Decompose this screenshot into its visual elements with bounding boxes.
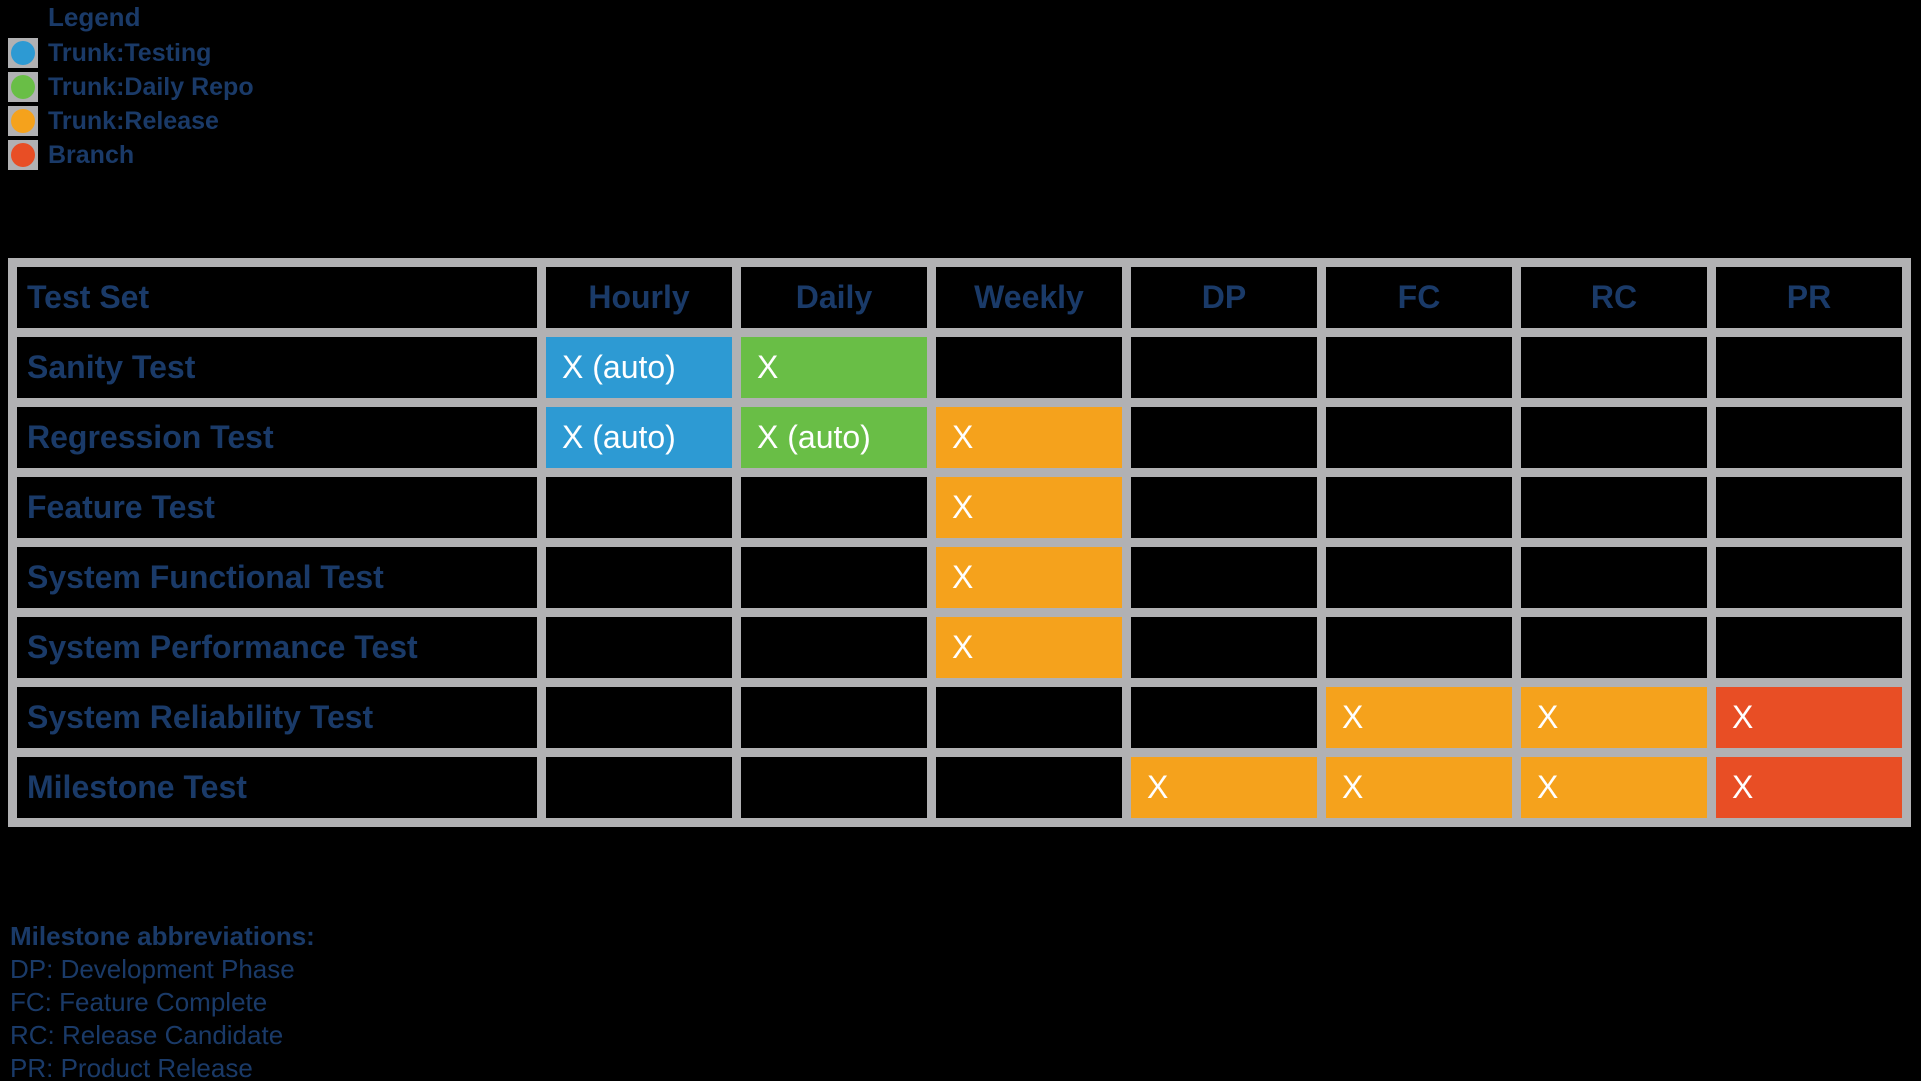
column-header-daily: Daily <box>741 267 927 328</box>
column-header-test-set: Test Set <box>17 267 537 328</box>
cell-regression-test-fc <box>1326 407 1512 468</box>
cell-regression-test-daily: X (auto) <box>741 407 927 468</box>
cell-feature-test-dp <box>1131 477 1317 538</box>
cell-sanity-test-rc <box>1521 337 1707 398</box>
cell-system-functional-test-daily <box>741 547 927 608</box>
legend-item-trunk-release: Trunk:Release <box>8 104 254 138</box>
cell-system-performance-test-weekly: X <box>936 617 1122 678</box>
cell-system-performance-test-daily <box>741 617 927 678</box>
cell-feature-test-weekly: X <box>936 477 1122 538</box>
row-label-system-reliability-test: System Reliability Test <box>17 687 537 748</box>
cell-milestone-test-dp: X <box>1131 757 1317 818</box>
cell-sanity-test-dp <box>1131 337 1317 398</box>
cell-system-functional-test-fc <box>1326 547 1512 608</box>
color-dot <box>11 75 35 99</box>
legend-item-trunk-daily-repo: Trunk:Daily Repo <box>8 70 254 104</box>
color-dot <box>11 41 35 65</box>
abbreviation-line-pr: PR: Product Release <box>10 1053 253 1081</box>
cell-system-reliability-test-weekly <box>936 687 1122 748</box>
cell-system-reliability-test-hourly <box>546 687 732 748</box>
cell-sanity-test-weekly <box>936 337 1122 398</box>
cell-milestone-test-pr: X <box>1716 757 1902 818</box>
color-dot <box>11 143 35 167</box>
legend-item-label: Trunk:Daily Repo <box>48 72 254 101</box>
cell-regression-test-weekly: X <box>936 407 1122 468</box>
cell-sanity-test-fc <box>1326 337 1512 398</box>
column-header-hourly: Hourly <box>546 267 732 328</box>
row-label-system-functional-test: System Functional Test <box>17 547 537 608</box>
cell-system-functional-test-hourly <box>546 547 732 608</box>
color-dot <box>11 109 35 133</box>
column-header-fc: FC <box>1326 267 1512 328</box>
row-label-system-performance-test: System Performance Test <box>17 617 537 678</box>
cell-regression-test-rc <box>1521 407 1707 468</box>
cell-regression-test-hourly: X (auto) <box>546 407 732 468</box>
cell-regression-test-dp <box>1131 407 1317 468</box>
cell-system-performance-test-hourly <box>546 617 732 678</box>
trunk-daily-repo-circle-swatch-icon <box>8 72 38 102</box>
cell-milestone-test-fc: X <box>1326 757 1512 818</box>
legend-item-branch: Branch <box>8 138 254 172</box>
row-label-sanity-test: Sanity Test <box>17 337 537 398</box>
cell-sanity-test-hourly: X (auto) <box>546 337 732 398</box>
cell-sanity-test-pr <box>1716 337 1902 398</box>
cell-milestone-test-hourly <box>546 757 732 818</box>
cell-system-functional-test-pr <box>1716 547 1902 608</box>
cell-milestone-test-daily <box>741 757 927 818</box>
abbreviation-line-fc: FC: Feature Complete <box>10 987 268 1017</box>
abbreviation-line-dp: DP: Development Phase <box>10 954 295 984</box>
column-header-dp: DP <box>1131 267 1317 328</box>
cell-sanity-test-daily: X <box>741 337 927 398</box>
cell-feature-test-pr <box>1716 477 1902 538</box>
legend-item-trunk-testing: Trunk:Testing <box>8 36 254 70</box>
cell-system-reliability-test-daily <box>741 687 927 748</box>
trunk-testing-circle-swatch-icon <box>8 38 38 68</box>
row-label-milestone-test: Milestone Test <box>17 757 537 818</box>
cell-feature-test-hourly <box>546 477 732 538</box>
legend-item-label: Trunk:Testing <box>48 38 212 67</box>
cell-system-performance-test-fc <box>1326 617 1512 678</box>
cell-system-reliability-test-rc: X <box>1521 687 1707 748</box>
legend-item-label: Branch <box>48 140 135 169</box>
abbreviations-title: Milestone abbreviations: <box>10 921 315 951</box>
cell-system-reliability-test-pr: X <box>1716 687 1902 748</box>
cell-system-performance-test-dp <box>1131 617 1317 678</box>
row-label-regression-test: Regression Test <box>17 407 537 468</box>
legend-item-label: Trunk:Release <box>48 106 219 135</box>
column-header-rc: RC <box>1521 267 1707 328</box>
cell-feature-test-daily <box>741 477 927 538</box>
cell-system-functional-test-dp <box>1131 547 1317 608</box>
cell-system-performance-test-pr <box>1716 617 1902 678</box>
cell-system-reliability-test-dp <box>1131 687 1317 748</box>
cell-system-functional-test-weekly: X <box>936 547 1122 608</box>
row-label-feature-test: Feature Test <box>17 477 537 538</box>
legend-title: Legend <box>48 2 141 32</box>
column-header-weekly: Weekly <box>936 267 1122 328</box>
cell-milestone-test-weekly <box>936 757 1122 818</box>
cell-system-functional-test-rc <box>1521 547 1707 608</box>
branch-circle-swatch-icon <box>8 140 38 170</box>
cell-milestone-test-rc: X <box>1521 757 1707 818</box>
milestone-abbreviations: Milestone abbreviations: DP: Development… <box>10 920 315 1081</box>
column-header-pr: PR <box>1716 267 1902 328</box>
trunk-release-circle-swatch-icon <box>8 106 38 136</box>
cell-regression-test-pr <box>1716 407 1902 468</box>
cell-system-reliability-test-fc: X <box>1326 687 1512 748</box>
cell-feature-test-fc <box>1326 477 1512 538</box>
cell-system-performance-test-rc <box>1521 617 1707 678</box>
cell-feature-test-rc <box>1521 477 1707 538</box>
abbreviation-line-rc: RC: Release Candidate <box>10 1020 284 1050</box>
